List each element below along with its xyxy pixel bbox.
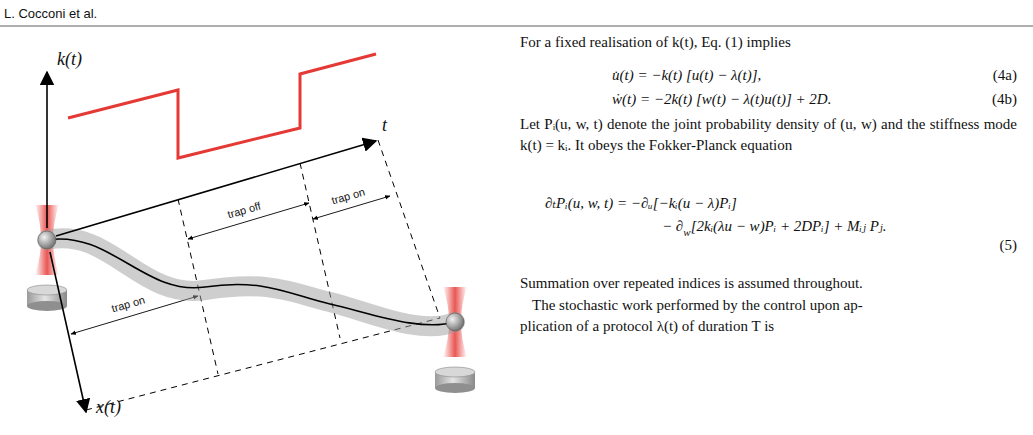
interval-label: trap on bbox=[329, 183, 367, 210]
equation: ẇ(t) = −2k(t) [w(t) − λ(t)u(t)] + 2D. bbox=[612, 90, 831, 108]
equation: − ∂ bbox=[662, 217, 683, 235]
equation-number: (4b) bbox=[992, 90, 1017, 108]
body-text: For a fixed realisation of k(t), Eq. (1)… bbox=[520, 33, 791, 51]
body-text: Summation over repeated indices is assum… bbox=[520, 274, 863, 292]
axis-label: t bbox=[382, 116, 387, 134]
body-text: Let Pᵢ(u, w, t) denote the joint probabi… bbox=[520, 114, 1017, 156]
equation-number: (5) bbox=[1000, 236, 1018, 254]
body-text: plication of a protocol λ(t) of duration… bbox=[520, 317, 774, 335]
header-rule bbox=[0, 26, 1033, 27]
axis-label: x(t) bbox=[96, 398, 121, 416]
equation: [2kᵢ(λu − w)Pᵢ + 2DPᵢ] + Mᵢⱼ Pⱼ. bbox=[691, 217, 887, 235]
bead bbox=[446, 313, 464, 331]
right-stage bbox=[435, 287, 475, 393]
axes bbox=[47, 72, 376, 412]
axis-label: k(t) bbox=[57, 50, 82, 68]
stiffness-protocol bbox=[68, 54, 376, 158]
mean-trajectory bbox=[47, 239, 455, 325]
interval-label: trap off bbox=[225, 197, 263, 224]
equation-subscript: w bbox=[683, 223, 690, 241]
equation: ∂ₜPᵢ(u, w, t) = −∂ᵤ[−kᵢ(u − λ)Pᵢ] bbox=[545, 194, 737, 212]
bead bbox=[38, 231, 56, 249]
trajectory-band bbox=[47, 238, 455, 326]
body-text: The stochastic work performed by the con… bbox=[532, 296, 863, 314]
equation-number: (4a) bbox=[993, 66, 1017, 84]
running-head: L. Cocconi et al. bbox=[4, 5, 97, 23]
equation: u̇(t) = −k(t) [u(t) − λ(t)], bbox=[612, 66, 761, 84]
